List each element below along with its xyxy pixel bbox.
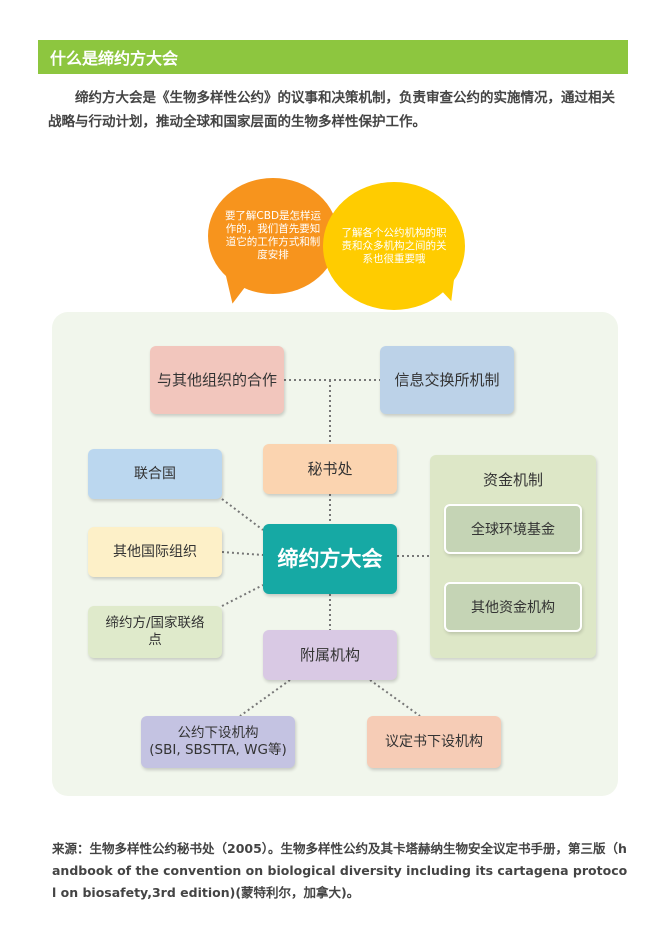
connector-un-center bbox=[221, 498, 264, 531]
financial-mechanism-title: 资金机制 bbox=[482, 471, 543, 489]
section-title: 什么是缔约方大会 bbox=[38, 40, 628, 74]
intro-paragraph: 缔约方大会是《生物多样性公约》的议事和决策机制，负责审查公约的实施情况，通过相关… bbox=[48, 90, 615, 130]
other-funding-box: 其他资金机构 bbox=[444, 582, 582, 632]
subsidiary-bodies-box: 附属机构 bbox=[263, 630, 397, 680]
cop-center-box: 缔约方大会 bbox=[263, 524, 397, 594]
un-box: 联合国 bbox=[88, 449, 222, 499]
connector-focal-center bbox=[221, 584, 264, 607]
speech-bubble-right: 了解各个公约机构的职责和众多机构之间的关系也很重要哦 bbox=[323, 182, 465, 310]
clearing-house-box: 信息交换所机制 bbox=[380, 346, 514, 414]
speech-bubble-right-text: 了解各个公约机构的职责和众多机构之间的关系也很重要哦 bbox=[341, 226, 447, 265]
speech-bubble-left-text: 要了解CBD是怎样运作的，我们首先要知道它的工作方式和制度安排 bbox=[224, 210, 322, 261]
convention-subsidiary-line1: 公约下设机构 bbox=[177, 725, 259, 741]
source-citation: 来源：生物多样性公约秘书处（2005）。生物多样性公约及其卡塔赫纳生物安全议定书… bbox=[52, 841, 628, 900]
gef-box: 全球环境基金 bbox=[444, 504, 582, 554]
cooperation-box: 与其他组织的合作 bbox=[150, 346, 284, 414]
focal-points-label: 缔约方/国家联络点 bbox=[105, 615, 205, 648]
connector-intl-center bbox=[221, 551, 264, 556]
connector-subsidiary-protocol bbox=[369, 679, 421, 717]
focal-points-box: 缔约方/国家联络点 bbox=[88, 606, 222, 658]
speech-bubble-left: 要了解CBD是怎样运作的，我们首先要知道它的工作方式和制度安排 bbox=[208, 178, 338, 294]
convention-subsidiary-line2: (SBI, SBSTTA, WG等) bbox=[149, 742, 287, 758]
protocol-subsidiary-box: 议定书下设机构 bbox=[367, 716, 501, 768]
secretariat-box: 秘书处 bbox=[263, 444, 397, 494]
other-intl-orgs-box: 其他国际组织 bbox=[88, 527, 222, 577]
financial-mechanism-group: 资金机制 全球环境基金 其他资金机构 bbox=[430, 455, 596, 658]
convention-subsidiary-box: 公约下设机构 (SBI, SBSTTA, WG等) bbox=[141, 716, 295, 768]
connector-subsidiary-convention bbox=[239, 679, 291, 717]
